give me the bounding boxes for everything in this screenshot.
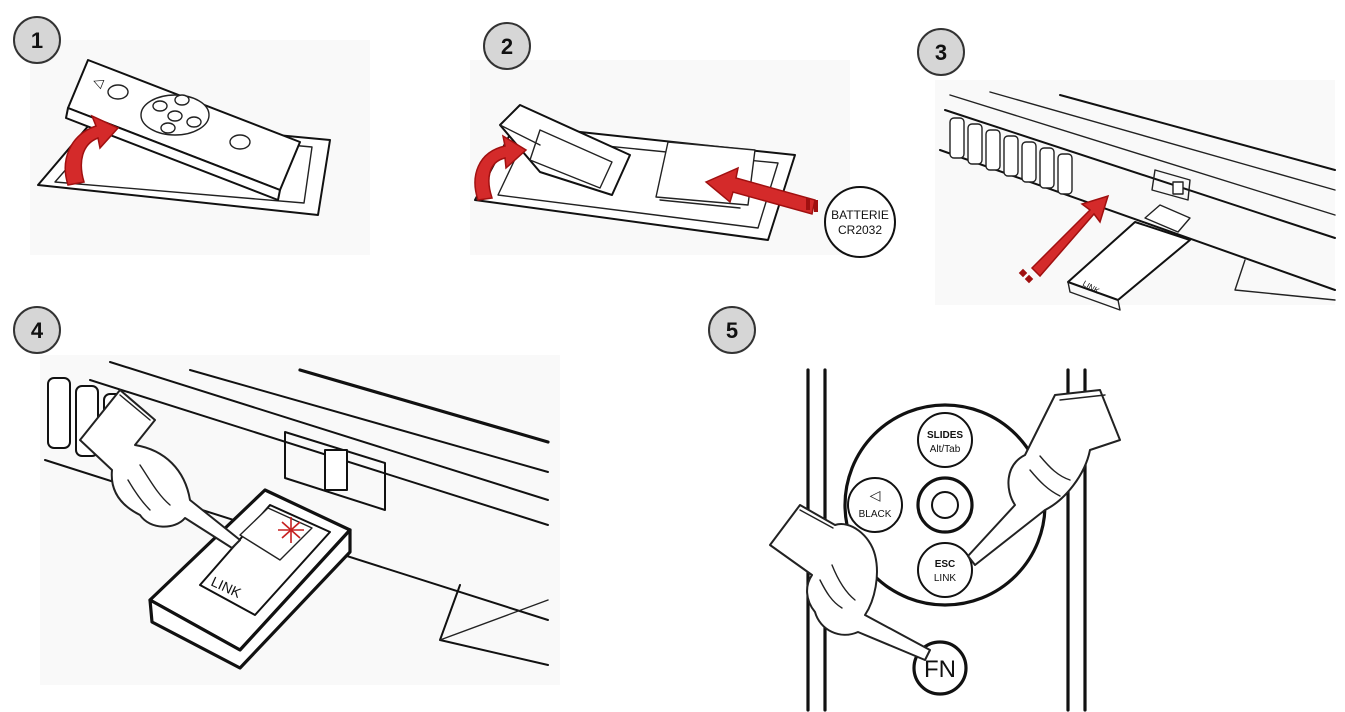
slides-label-line1: SLIDES — [927, 430, 963, 441]
step-5-badge: 5 — [708, 306, 756, 354]
svg-text:4: 4 — [31, 318, 44, 343]
led-blink-icon — [278, 517, 304, 543]
battery-slot — [655, 141, 756, 206]
battery-label-line2: CR2032 — [838, 223, 882, 237]
step-3-panel: LINK — [935, 80, 1336, 311]
slides-label-line2: Alt/Tab — [930, 444, 961, 455]
usb-port — [284, 431, 386, 511]
step-1-badge: 1 — [13, 16, 61, 64]
step-3-badge: 3 — [917, 28, 965, 76]
usb-dongle-stored — [499, 104, 631, 196]
esc-label-line1: ESC — [935, 559, 956, 570]
usb-dongle — [1067, 221, 1191, 301]
battery-label-line1: BATTERIE — [831, 208, 889, 222]
insert-battery-arrow-icon — [704, 166, 816, 215]
svg-text:5: 5 — [726, 318, 738, 343]
slides-alttab-button — [917, 412, 973, 468]
fn-label: FN — [924, 656, 956, 683]
svg-text:1: 1 — [31, 28, 43, 53]
esc-label-line2: LINK — [934, 573, 957, 584]
pointing-hand-left-icon — [769, 504, 931, 661]
svg-text:3: 3 — [935, 40, 947, 65]
triangle-mark-icon: ◁ — [870, 487, 881, 503]
usb-port — [1151, 169, 1191, 201]
svg-text:2: 2 — [501, 34, 513, 59]
step-1-panel: ◁ — [30, 40, 370, 255]
battery-coin-icon — [824, 186, 896, 258]
step-4-panel: LINK — [40, 355, 560, 685]
step-5-panel: SLIDES Alt/Tab ◁ BLACK ESC LINK FN — [769, 368, 1121, 712]
step-2-panel: BATTERIE CR2032 — [470, 60, 896, 258]
pointing-hand-right-icon — [967, 389, 1121, 566]
esc-link-button — [917, 542, 973, 598]
pointing-hand-icon — [79, 389, 241, 549]
lift-arrow-icon — [474, 134, 528, 201]
step-2-badge: 2 — [483, 22, 531, 70]
laptop-edge — [298, 368, 550, 444]
black-button — [847, 477, 903, 533]
link-button — [239, 507, 313, 561]
laptop-keys — [949, 117, 1073, 195]
laptop-edge — [944, 109, 1336, 239]
black-label: BLACK — [859, 509, 892, 520]
lift-arrow-icon — [64, 114, 120, 186]
insert-dongle-arrow-icon — [1030, 194, 1110, 278]
step-4-badge: 4 — [13, 306, 61, 354]
